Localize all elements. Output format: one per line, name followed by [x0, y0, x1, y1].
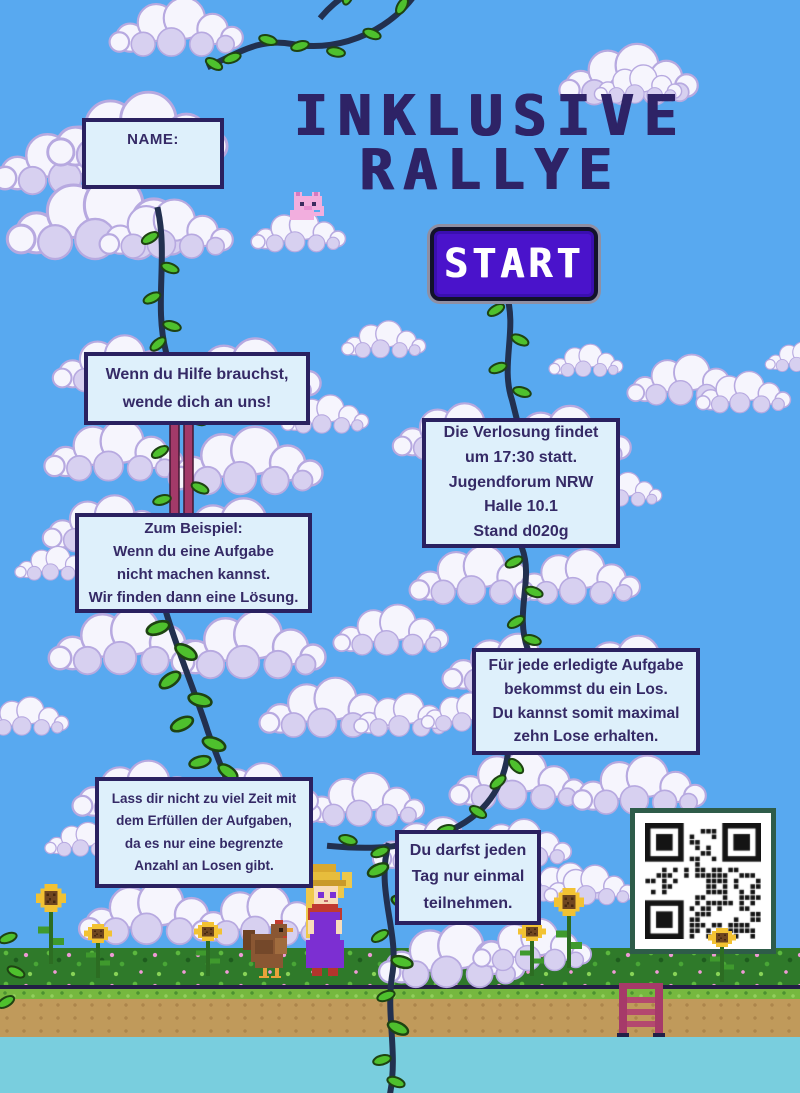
info-box-tickets-text: Für jede erledigte Aufgabe bekommst du e… [488, 657, 684, 746]
name-label: NAME: [127, 131, 179, 148]
brown-hen-icon [243, 920, 293, 978]
info-box-once-per-day: Du darfst jeden Tag nur einmal teilnehme… [395, 830, 541, 925]
sunflower-icon [194, 922, 222, 976]
sunflower-icon [36, 884, 66, 964]
info-box-lottery-text: Die Verlosung findet um 17:30 statt. Jug… [443, 424, 599, 541]
sunflower-icon [554, 888, 584, 968]
info-box-once-per-day-text: Du darfst jeden Tag nur einmal teilnehme… [409, 841, 527, 912]
sunflower-icon [84, 924, 112, 978]
grass-strip [0, 989, 800, 999]
qr-code [630, 808, 776, 954]
info-box-lottery: Die Verlosung findet um 17:30 statt. Jug… [422, 418, 620, 548]
title-line-1: INKLUSIVE [293, 84, 687, 149]
info-box-help-text: Wenn du Hilfe brauchst, wende dich an un… [105, 366, 289, 411]
sunflower-icon [708, 928, 736, 982]
qr-code-pattern [645, 823, 761, 939]
info-box-example-text: Zum Beispiel: Wenn du eine Aufgabe nicht… [88, 519, 299, 607]
start-button-label: START [443, 241, 585, 287]
start-button[interactable]: START [430, 227, 598, 301]
info-box-help: Wenn du Hilfe brauchst, wende dich an un… [84, 352, 310, 425]
pink-cat-icon [290, 192, 324, 220]
info-box-time-limit-text: Lass dir nicht zu viel Zeit mit dem Erfü… [111, 790, 297, 873]
sunflower-icon [518, 922, 546, 976]
info-box-example: Zum Beispiel: Wenn du eine Aufgabe nicht… [75, 513, 312, 613]
name-input-box[interactable]: NAME: [82, 118, 224, 189]
title-line-2: RALLYE [358, 138, 622, 203]
pixel-farmer-girl-icon [304, 864, 352, 976]
info-box-time-limit: Lass dir nicht zu viel Zeit mit dem Erfü… [95, 777, 313, 888]
info-box-tickets: Für jede erledigte Aufgabe bekommst du e… [472, 648, 700, 755]
pink-ladder-icon [617, 983, 665, 1037]
page-title: INKLUSIVE RALLYE [262, 84, 718, 203]
